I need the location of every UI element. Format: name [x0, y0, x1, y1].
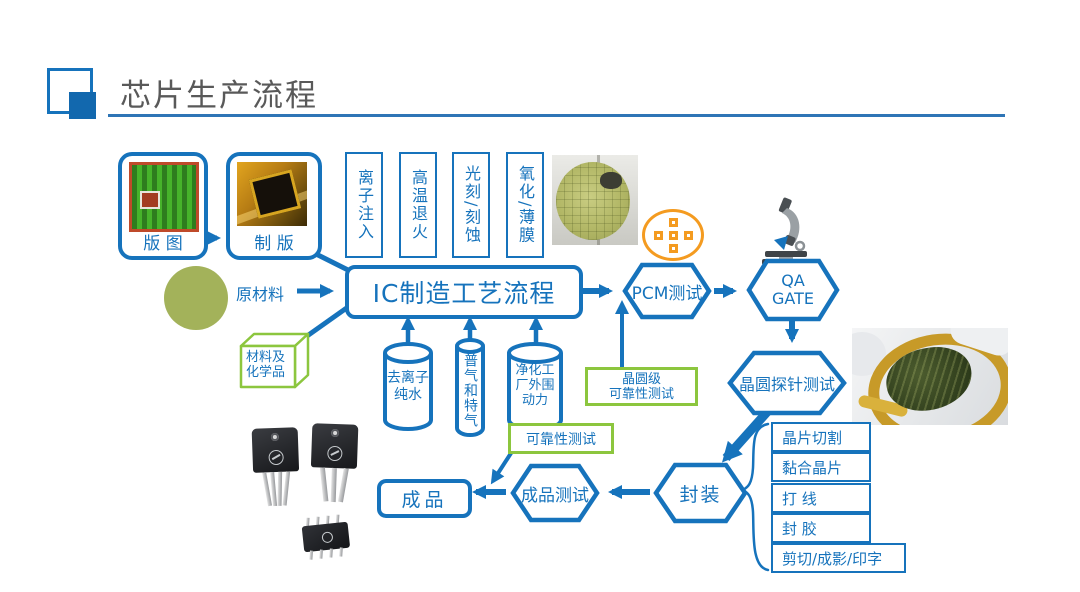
transistor-package-photo [310, 423, 359, 505]
fab-step-ion-implant: 离子注入 [345, 152, 383, 258]
package-step-wire-bond: 打 线 [771, 483, 871, 513]
facility-power-label: 净化工厂外围动力 [515, 363, 555, 408]
packaging-node: 封装 [653, 462, 748, 524]
package-step-die-bond: 黏合晶片 [771, 452, 871, 482]
page-title: 芯片生产流程 [120, 78, 318, 114]
gases-cylinder: 普气和特气 [454, 337, 486, 439]
di-water-cylinder: 去离子纯水 [382, 341, 434, 433]
fab-step-label: 高温退火 [409, 169, 428, 241]
wafer-level-reliability-node: 晶圆级可靠性测试 [585, 367, 698, 406]
wafer-photo [552, 155, 638, 245]
layout-cell-detail [140, 191, 160, 209]
fab-step-label: 氧化/薄膜 [516, 165, 535, 245]
packaging-label: 封装 [679, 483, 722, 506]
pad-dot [654, 231, 663, 240]
mask-node: 制 版 [226, 152, 322, 260]
materials-label: 材料及 化学品 [246, 350, 286, 380]
transistor-package-photo [251, 427, 301, 509]
materials-chemicals-node: 材料及 化学品 [233, 329, 313, 391]
wafer-level-reliability-label: 晶圆级可靠性测试 [608, 371, 674, 402]
package-step-molding: 封 胶 [771, 513, 871, 543]
title-bullet-square-fill-icon [69, 92, 96, 119]
materials-box-shape [239, 332, 310, 389]
fab-step-litho-etch: 光刻/刻蚀 [452, 152, 490, 258]
fab-step-anneal: 高温退火 [399, 152, 437, 258]
pad-dot [669, 244, 678, 253]
soic-chip-photo [296, 511, 357, 565]
fab-step-label: 光刻/刻蚀 [462, 165, 481, 245]
silicon-ingot-circle [164, 266, 228, 330]
gases-label: 普气和特气 [462, 352, 478, 428]
layout-node: 版 图 [118, 152, 208, 260]
pcm-test-label: PCM测试 [631, 283, 703, 304]
wafer-test-pads-icon [642, 209, 704, 261]
wafer-probe-test-node: 晶圆探针测试 [727, 350, 847, 416]
mask-label: 制 版 [254, 234, 294, 254]
wafer-dark-spot [600, 172, 622, 189]
pad-dot [669, 218, 678, 227]
photomask-image [237, 162, 307, 226]
reliability-test-node: 可靠性测试 [508, 423, 614, 454]
ic-process-label: IC制造工艺流程 [372, 279, 556, 308]
ic-process-node: IC制造工艺流程 [345, 265, 583, 319]
pcm-test-node: PCM测试 [622, 262, 712, 320]
mask-frame [248, 169, 302, 219]
layout-label: 版 图 [143, 234, 183, 254]
package-step-trim-mark: 剪切/成影/印字 [771, 543, 906, 573]
fab-step-label: 离子注入 [355, 169, 374, 241]
reliability-test-label: 可靠性测试 [526, 431, 596, 448]
finished-product-label: 成品 [401, 489, 448, 511]
raw-material-label: 原材料 [236, 285, 285, 304]
package-step-dicing: 晶片切割 [771, 422, 871, 452]
wafer-probe-test-label: 晶圆探针测试 [738, 375, 835, 394]
pad-dot [669, 231, 678, 240]
final-test-label: 成品测试 [521, 485, 589, 506]
final-test-node: 成品测试 [510, 463, 600, 523]
finished-product-node: 成品 [377, 479, 472, 518]
di-water-label: 去离子纯水 [387, 370, 429, 403]
chip-layout-image [129, 162, 199, 232]
facility-power-cylinder: 净化工厂外围动力 [506, 341, 564, 433]
wafer-probing-photo [852, 328, 1008, 425]
title-underline [108, 114, 1005, 117]
fab-step-oxide-film: 氧化/薄膜 [506, 152, 544, 258]
pad-dot [684, 231, 693, 240]
